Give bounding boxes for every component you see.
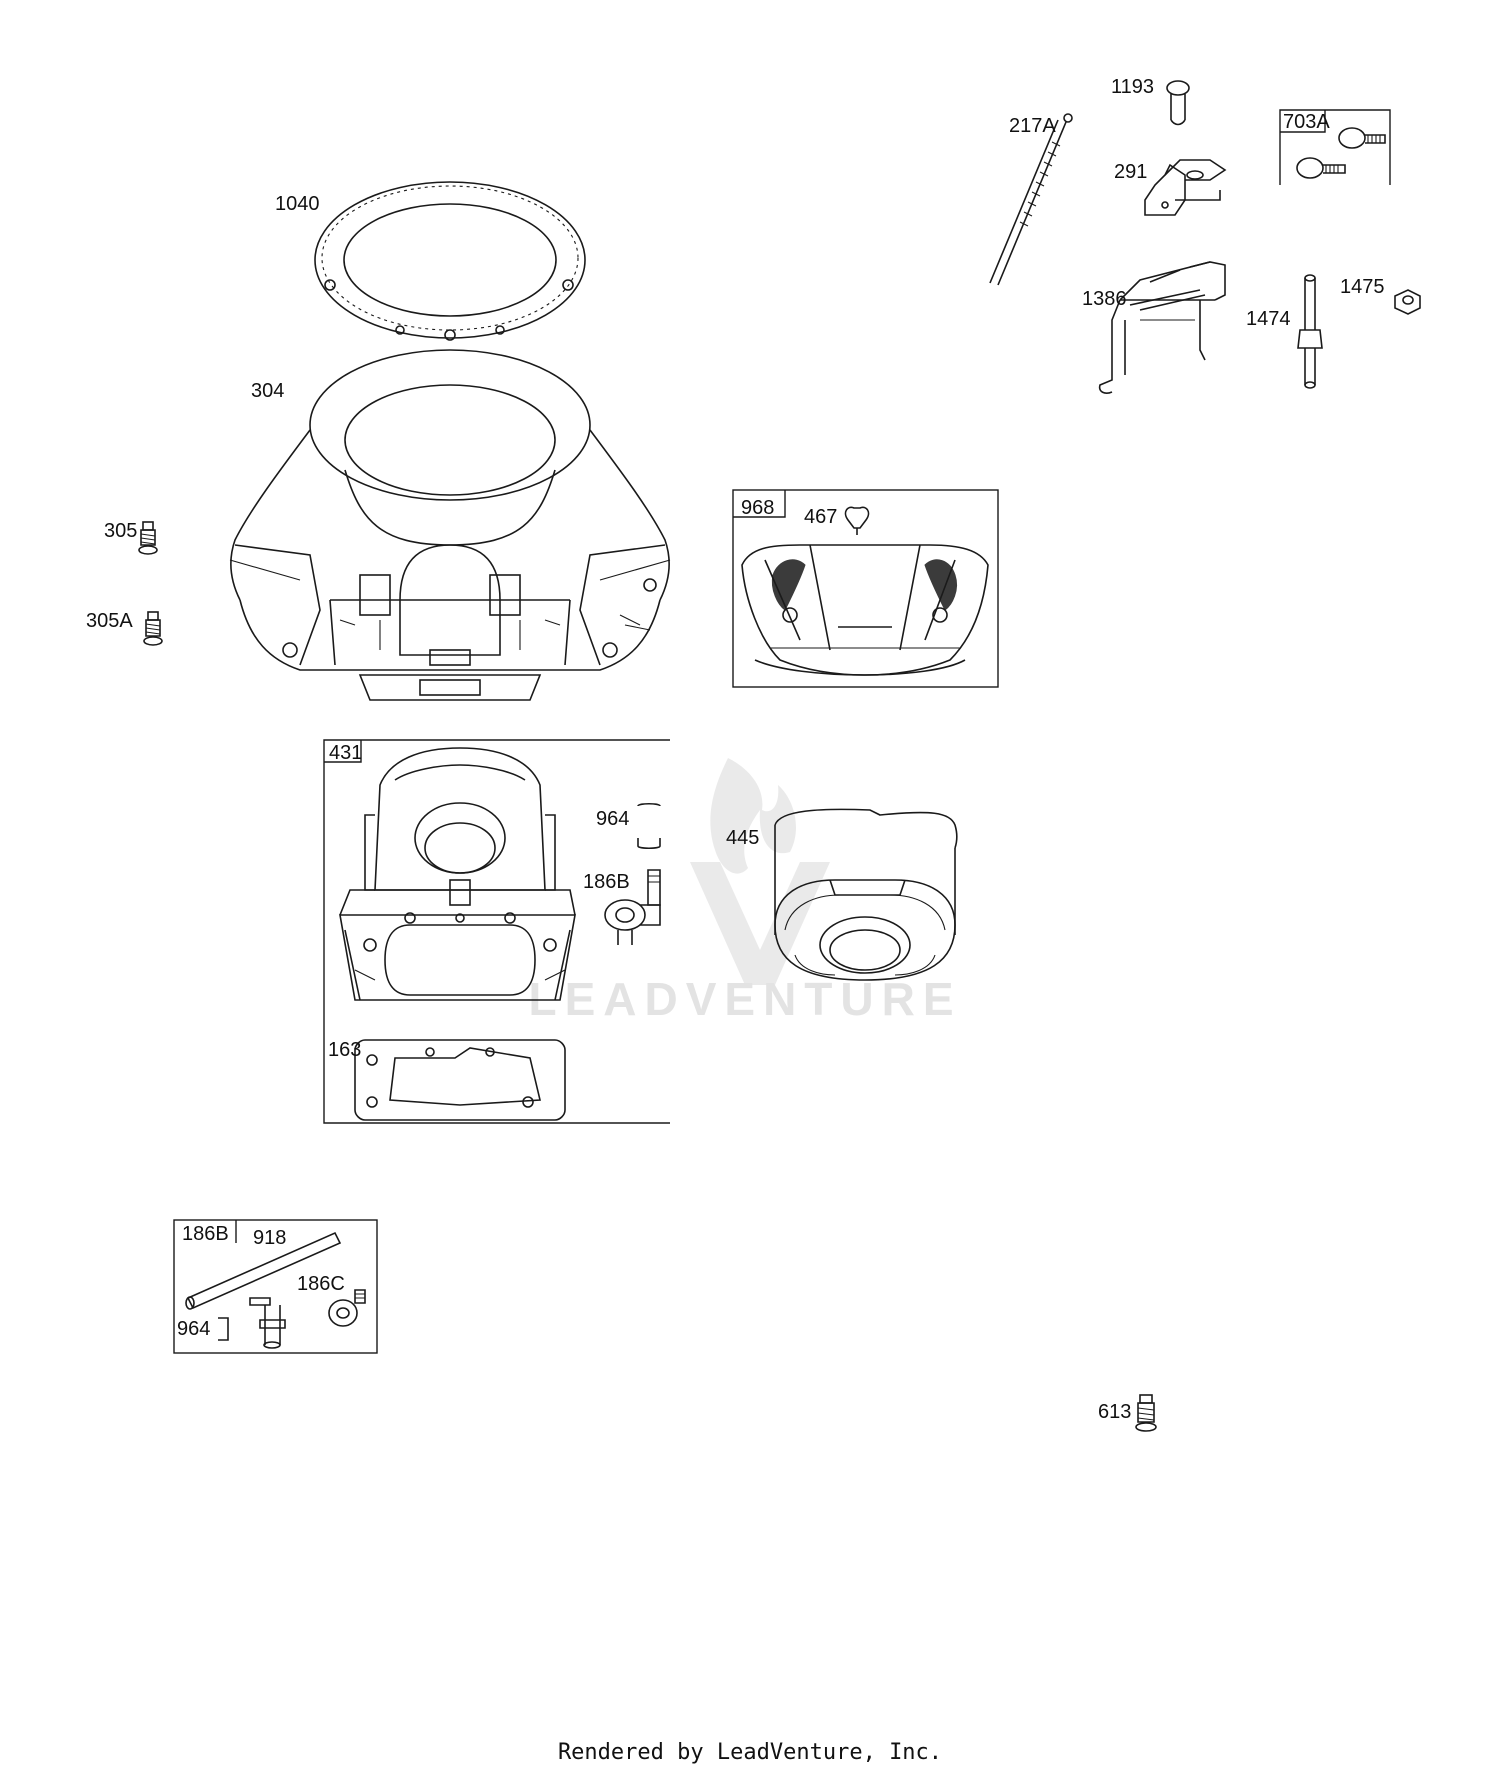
label-964-a: 964 <box>596 808 629 830</box>
kit-431[interactable] <box>323 739 670 1124</box>
label-291: 291 <box>1114 161 1147 183</box>
label-1193: 1193 <box>1111 76 1154 98</box>
label-186b-b: 186B <box>182 1223 229 1245</box>
part-163-gasket <box>354 1039 566 1121</box>
part-467-clip <box>844 506 870 535</box>
part-304-blower-housing[interactable] <box>229 349 671 701</box>
part-1475-nut[interactable] <box>1394 289 1421 315</box>
label-304: 304 <box>251 380 284 402</box>
part-217a-spring[interactable] <box>989 113 1073 286</box>
label-964-b: 964 <box>177 1318 210 1340</box>
kit-703a[interactable] <box>1279 109 1391 185</box>
label-445: 445 <box>726 827 759 849</box>
part-431-base <box>339 747 576 1001</box>
label-217a: 217A <box>1009 115 1056 137</box>
part-186b-fitting-a <box>604 869 661 945</box>
label-918: 918 <box>253 1227 286 1249</box>
label-186c: 186C <box>297 1273 345 1295</box>
label-1386: 1386 <box>1082 288 1127 310</box>
part-613-screw[interactable] <box>1135 1394 1157 1432</box>
footer-credit: Rendered by LeadVenture, Inc. <box>557 1740 943 1765</box>
label-1475: 1475 <box>1340 276 1385 298</box>
part-964-clamp-a <box>637 802 661 850</box>
label-613: 613 <box>1098 1401 1131 1423</box>
part-918-tube <box>185 1231 342 1310</box>
part-1386-bracket[interactable] <box>1098 261 1226 394</box>
label-1040: 1040 <box>275 193 320 215</box>
kit-186b[interactable] <box>173 1219 378 1354</box>
part-968-cover <box>741 544 989 676</box>
label-163: 163 <box>328 1039 361 1061</box>
watermark-text: LEADVENTURE <box>528 973 961 1025</box>
kit-968[interactable] <box>732 489 999 688</box>
label-703a: 703A <box>1283 111 1330 133</box>
part-445-filter[interactable] <box>774 808 958 981</box>
label-305a: 305A <box>86 610 133 632</box>
part-1193-screw[interactable] <box>1166 80 1190 126</box>
part-1474-stud[interactable] <box>1297 274 1323 389</box>
label-968: 968 <box>741 497 774 519</box>
part-964-clamp-b <box>218 1317 229 1341</box>
label-431: 431 <box>329 742 362 764</box>
label-186b-a: 186B <box>583 871 630 893</box>
label-467: 467 <box>804 506 837 528</box>
part-186c-fitting <box>328 1289 366 1327</box>
part-305a-screw[interactable] <box>143 611 163 646</box>
part-1040-ring[interactable] <box>314 181 586 341</box>
part-291-bracket[interactable] <box>1144 159 1227 216</box>
part-305-screw[interactable] <box>138 521 158 555</box>
part-703a-clip <box>1296 127 1386 179</box>
part-186b-fitting-b <box>249 1297 286 1349</box>
label-1474: 1474 <box>1246 308 1291 330</box>
label-305: 305 <box>104 520 137 542</box>
